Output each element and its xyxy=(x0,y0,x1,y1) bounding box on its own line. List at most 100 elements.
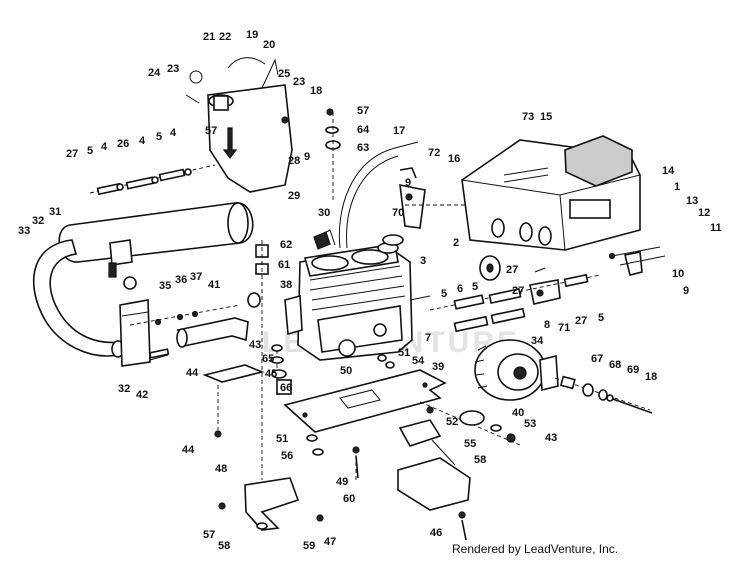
callout: 46 xyxy=(430,527,442,539)
callout: 37 xyxy=(190,271,202,283)
callout: 16 xyxy=(448,153,460,165)
callout: 12 xyxy=(698,207,710,219)
callout: 50 xyxy=(340,365,352,377)
callout: 59 xyxy=(303,540,315,552)
callout: 57 xyxy=(205,125,217,137)
callout: 6 xyxy=(457,283,463,295)
oil-tank xyxy=(185,57,293,193)
callout: 71 xyxy=(558,322,570,334)
callout: 68 xyxy=(609,359,621,371)
callout: 32 xyxy=(32,215,44,227)
callout: 7 xyxy=(425,332,431,344)
engine-mount-plate-left xyxy=(202,364,265,383)
starter-bolt-assembly xyxy=(554,375,653,414)
callout: 9 xyxy=(683,285,689,297)
callout: 69 xyxy=(627,364,639,376)
callout: 2 xyxy=(453,237,459,249)
callout: 53 xyxy=(524,418,536,430)
callout: 57 xyxy=(203,529,215,541)
callout: 13 xyxy=(686,195,698,207)
callout: 41 xyxy=(208,279,220,291)
callout: 39 xyxy=(432,361,444,373)
callout: 21 xyxy=(203,31,215,43)
callout: 18 xyxy=(645,371,657,383)
callout: 27 xyxy=(506,264,518,276)
callout: 66 xyxy=(280,382,292,394)
callout: 5 xyxy=(472,281,478,293)
callout: 17 xyxy=(393,125,405,137)
fuel-pump xyxy=(529,267,561,305)
render-credit: Rendered by LeadVenture, Inc. xyxy=(452,542,619,556)
callout: 30 xyxy=(318,207,330,219)
callout: 61 xyxy=(278,259,290,271)
callout: 29 xyxy=(288,190,300,202)
callout: 34 xyxy=(531,335,544,347)
callout: 55 xyxy=(464,438,476,450)
fuel-line-segments xyxy=(89,164,216,196)
callout: 49 xyxy=(336,476,348,488)
callout: 47 xyxy=(324,536,336,548)
callout: 4 xyxy=(170,127,177,139)
engine-mount-bracket xyxy=(608,246,666,276)
engine-block xyxy=(284,229,431,361)
callout: 28 xyxy=(288,155,300,167)
callout: 51 xyxy=(398,347,410,359)
callout: 4 xyxy=(139,135,146,147)
callout: 45 xyxy=(265,368,277,380)
silencer-bracket xyxy=(399,183,465,229)
callout: 25 xyxy=(278,68,290,80)
muffler-bracket xyxy=(119,299,170,367)
exhaust-manifold xyxy=(129,304,249,348)
callout: 27 xyxy=(575,315,587,327)
callout: 1 xyxy=(674,181,680,193)
callout: 33 xyxy=(18,225,30,237)
callout: 51 xyxy=(276,433,288,445)
engine-mount-plate xyxy=(283,369,447,433)
callout: 14 xyxy=(662,165,675,177)
mount-spacers xyxy=(429,273,601,333)
callout: 27 xyxy=(66,148,78,160)
callout: 43 xyxy=(249,339,261,351)
callout: 72 xyxy=(428,147,440,159)
callout: 43 xyxy=(545,432,557,444)
lower-support-bracket xyxy=(214,240,324,531)
callout: 48 xyxy=(215,463,227,475)
callout: 56 xyxy=(281,450,293,462)
callout: 38 xyxy=(280,279,292,291)
callout: 18 xyxy=(310,85,322,97)
callout: 27 xyxy=(512,285,524,297)
callout: 31 xyxy=(49,206,61,218)
callout: 22 xyxy=(219,31,231,43)
recoil-starter xyxy=(474,339,559,401)
callout: 10 xyxy=(672,268,684,280)
callout: 5 xyxy=(598,312,604,324)
air-silencer xyxy=(461,135,641,251)
callout: 20 xyxy=(263,39,275,51)
callout: 15 xyxy=(540,111,552,123)
callout: 26 xyxy=(117,138,129,150)
callout: 52 xyxy=(446,416,458,428)
callout: 73 xyxy=(522,111,534,123)
damper-assembly xyxy=(377,354,521,446)
callout: 23 xyxy=(167,63,179,75)
callout: 40 xyxy=(512,407,524,419)
drive-pulley-small xyxy=(479,255,501,281)
callout: 36 xyxy=(175,274,187,286)
callout: 57 xyxy=(357,105,369,117)
callout: 19 xyxy=(246,29,258,41)
callout: 60 xyxy=(343,493,355,505)
callout: 8 xyxy=(544,319,550,331)
callout-labels: 21 22 19 20 24 23 25 23 18 57 64 63 73 1… xyxy=(18,29,722,552)
callout: 9 xyxy=(304,151,310,163)
callout: 44 xyxy=(182,444,195,456)
callout: 24 xyxy=(148,67,161,79)
callout: 4 xyxy=(101,141,108,153)
callout: 32 xyxy=(118,383,130,395)
callout: 64 xyxy=(357,124,370,136)
callout: 58 xyxy=(218,540,230,552)
callout: 35 xyxy=(159,280,171,292)
callout: 3 xyxy=(420,255,426,267)
callout: 9 xyxy=(405,177,411,189)
callout: 42 xyxy=(136,389,148,401)
